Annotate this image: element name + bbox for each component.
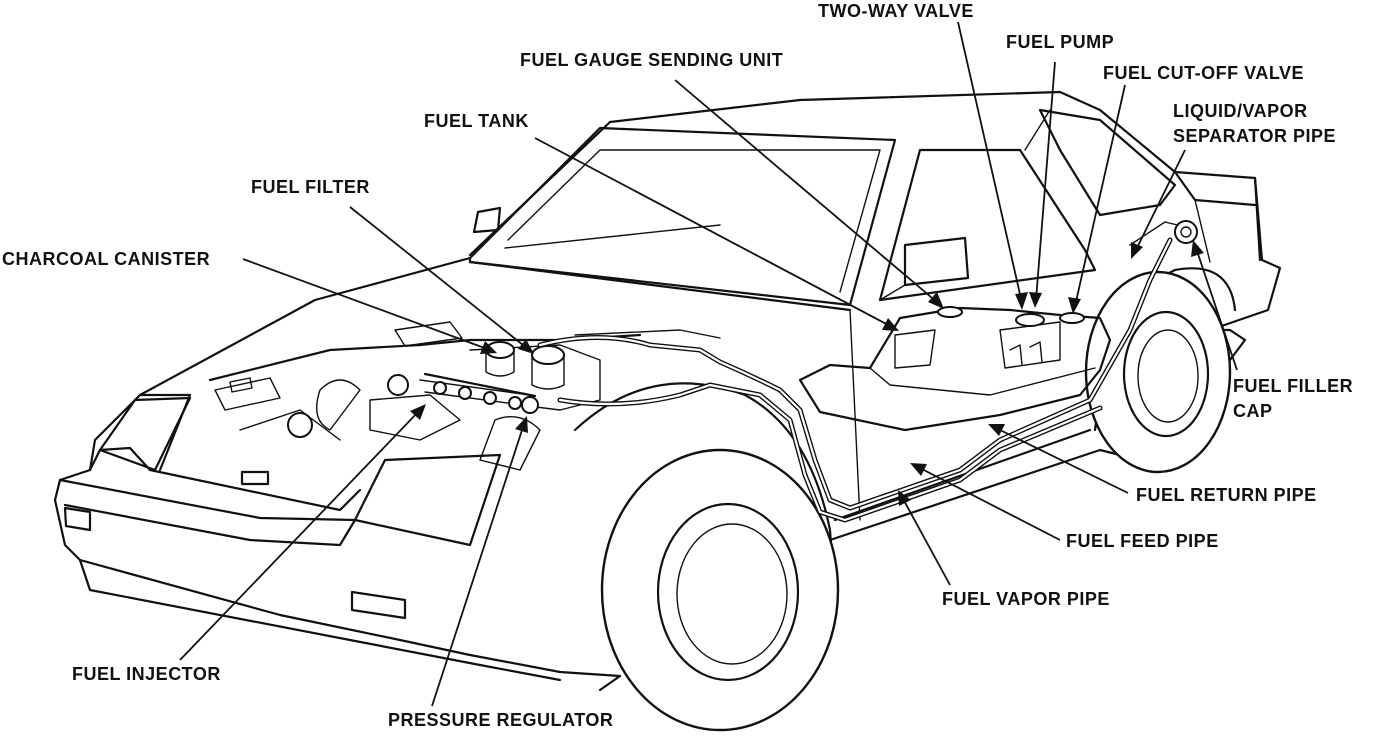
label-cap-line2: CAP [1233, 401, 1273, 421]
leader-lines [179, 21, 1238, 707]
label-liquid-vapor-line1: LIQUID/VAPOR [1173, 101, 1308, 121]
label-fuel-filter: FUEL FILTER [251, 177, 370, 197]
fuel-pipes [537, 220, 1198, 523]
label-fuel-tank: FUEL TANK [424, 111, 529, 131]
car-body [53, 90, 1282, 692]
fuel-tank-shape [798, 306, 1112, 432]
label-fuel-cut-off-valve: FUEL CUT-OFF VALVE [1103, 63, 1304, 83]
rear-wheel [1084, 270, 1232, 474]
label-pressure-regulator: PRESSURE REGULATOR [388, 710, 614, 730]
label-fuel-return-pipe: FUEL RETURN PIPE [1136, 485, 1317, 505]
label-fuel-pump: FUEL PUMP [1006, 32, 1115, 52]
front-wheel [600, 448, 840, 732]
label-two-way-valve: TWO-WAY VALVE [818, 1, 974, 21]
label-fuel-filler-line1: FUEL FILLER [1233, 376, 1354, 396]
label-fuel-feed-pipe: FUEL FEED PIPE [1066, 531, 1219, 551]
label-charcoal-canister: CHARCOAL CANISTER [2, 249, 211, 269]
label-fuel-gauge-sending-unit: FUEL GAUGE SENDING UNIT [520, 50, 784, 70]
label-fuel-vapor-pipe: FUEL VAPOR PIPE [942, 589, 1110, 609]
label-fuel-injector: FUEL INJECTOR [72, 664, 221, 684]
label-separator-pipe-line2: SEPARATOR PIPE [1173, 126, 1337, 146]
